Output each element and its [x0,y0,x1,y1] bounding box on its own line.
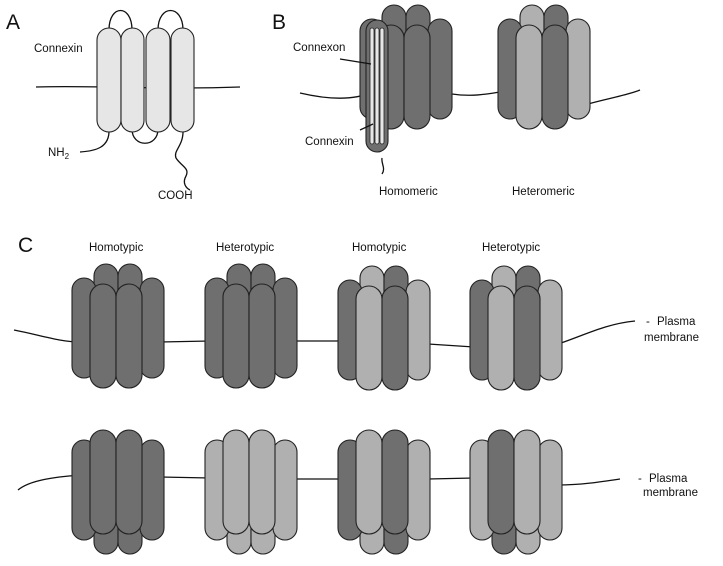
label-heterotypic-1: Heterotypic [216,242,274,254]
helix-tm2 [120,27,145,133]
plasma-membrane-bottom-line2: membrane [643,487,698,499]
connexin-leader [359,123,374,131]
intracellular-loop [131,128,159,144]
membrane-line-b-right [587,89,641,105]
helix-tm3 [145,27,171,133]
channel-1-bottom-connexon [71,429,165,555]
membrane-line-b-mid [451,91,501,96]
membrane-bottom-seg5 [557,478,621,486]
c-terminus-tail [174,128,191,191]
membrane-top-seg5 [557,320,636,345]
membrane-top-seg2 [159,340,211,343]
connexon-label: Connexon [293,42,345,54]
channel-3-top-connexon [337,265,431,391]
channel-4-top-connexon [469,265,563,391]
heteromeric-connexon [497,4,591,130]
helix-tm4 [170,27,195,133]
label-heterotypic-2: Heterotypic [482,242,540,254]
membrane-top-seg4 [427,343,475,348]
connexin-label-b: Connexin [305,136,354,148]
connexon-leader [339,58,372,65]
plasma-membrane-top-line1: Plasma [657,316,696,328]
plasma-membrane-top-dash: - [646,316,650,328]
channel-1-top-connexon [71,263,165,389]
extracellular-loop-2 [157,10,184,31]
channel-2-top-connexon [204,263,298,389]
panel-c-letter: C [18,234,33,257]
c-terminus-label: COOH [158,190,193,202]
connexin-label-a: Connexin [34,43,83,55]
channel-4-bottom-connexon [469,429,563,555]
n-terminus-label: NH2 [48,147,70,161]
extracellular-loop-1 [108,10,133,31]
plasma-membrane-bottom-dash: - [638,473,642,485]
membrane-top-seg1 [13,329,81,343]
panel-b-letter: B [272,11,286,34]
channel-2-bottom-connexon [204,429,298,555]
connexin-tail-b [381,157,385,175]
n-terminus-tail [79,128,110,153]
membrane-bottom-seg1 [17,474,81,491]
membrane-bottom-seg2 [159,476,211,479]
panel-a-letter: A [6,11,20,34]
single-connexin-highlight [365,19,389,153]
channel-3-bottom-connexon [337,429,431,555]
plasma-membrane-top-line2: membrane [644,332,699,344]
helix-tm1 [96,27,122,133]
label-homotypic-2: Homotypic [352,242,407,254]
heteromeric-label: Heteromeric [512,186,575,198]
label-homotypic-1: Homotypic [89,242,144,254]
plasma-membrane-bottom-line1: Plasma [649,473,688,485]
membrane-bottom-seg4 [427,477,475,480]
homomeric-label: Homomeric [379,186,438,198]
